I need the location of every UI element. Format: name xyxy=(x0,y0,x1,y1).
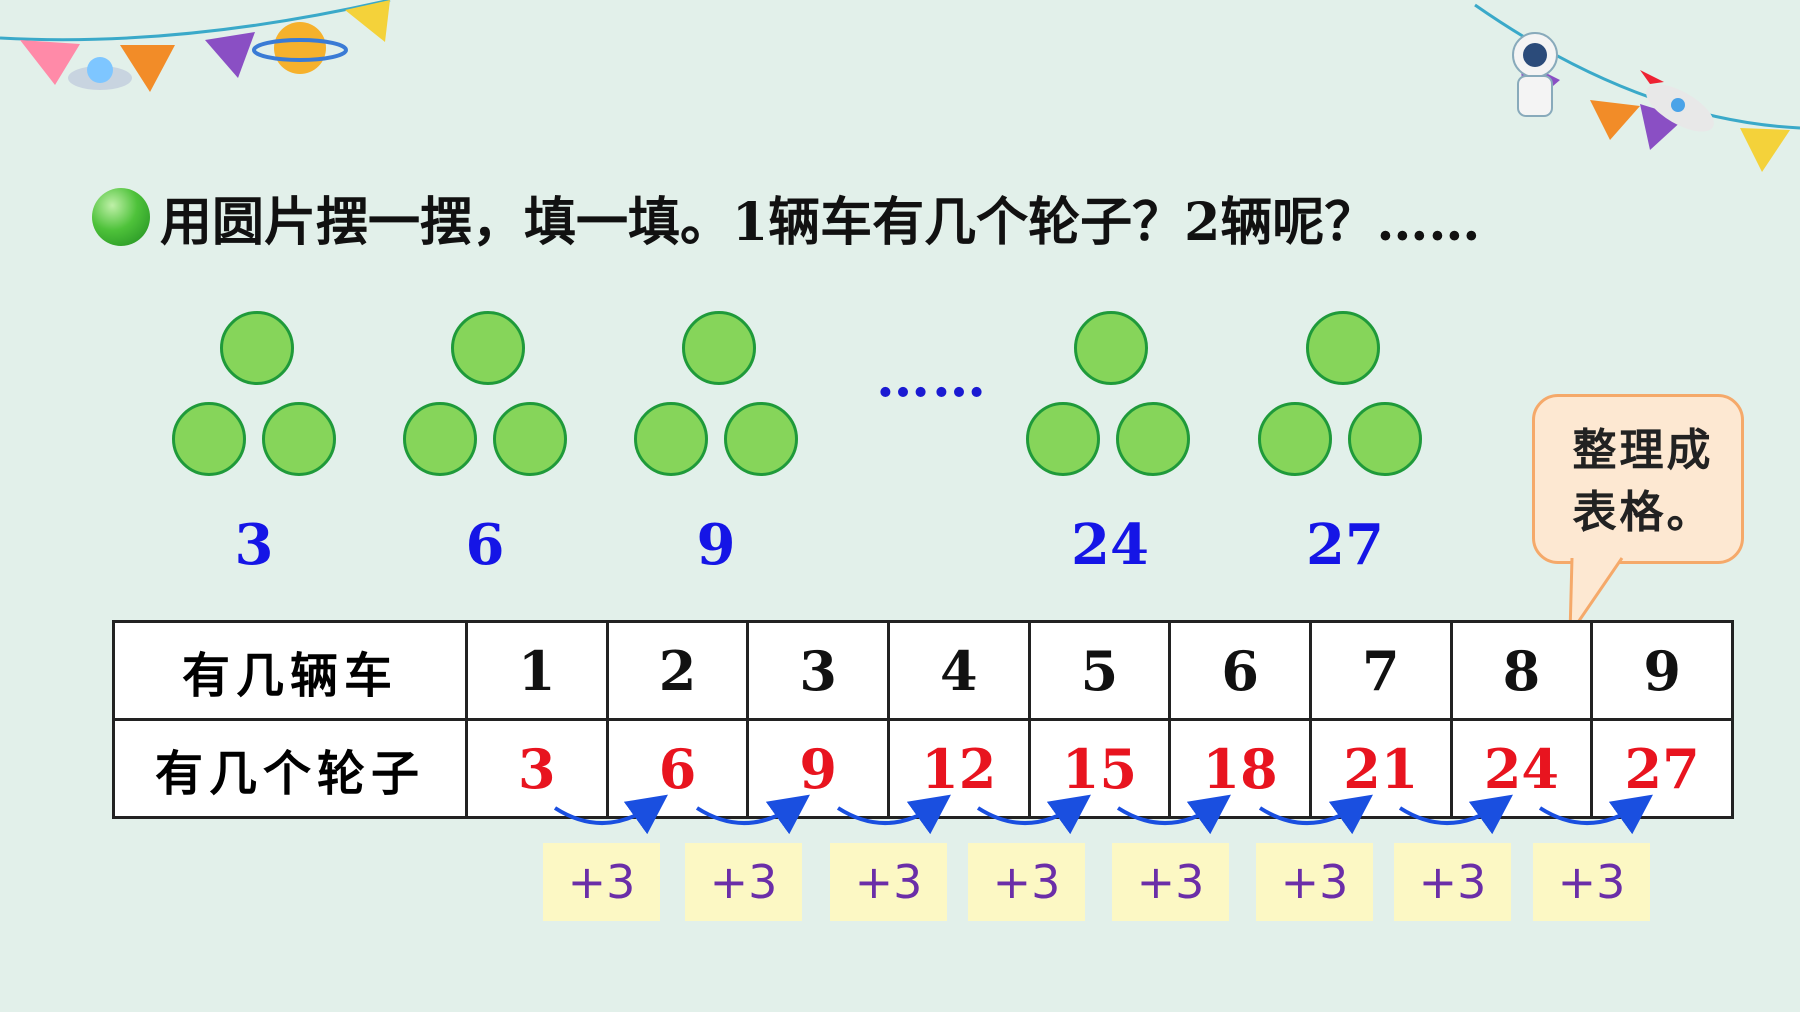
group-count: 27 xyxy=(1306,512,1384,578)
arrow-icon xyxy=(1116,794,1231,835)
table-cell: 3 xyxy=(746,620,890,721)
question-line: 用圆片摆一摆，填一填。1辆车有几个轮子？2辆呢？…… xyxy=(92,182,1481,253)
circle-chip xyxy=(1258,402,1332,476)
group-count: 24 xyxy=(1071,512,1149,578)
arrow-icon xyxy=(1258,794,1373,835)
table-cell: 6 xyxy=(1168,620,1312,721)
circle-chip xyxy=(724,402,798,476)
circle-chip xyxy=(220,311,294,385)
circle-chip xyxy=(493,402,567,476)
circle-chip xyxy=(451,311,525,385)
circle-chip xyxy=(1116,402,1190,476)
bubble-line-1: 整理成 xyxy=(1572,425,1714,476)
circle-chip xyxy=(403,402,477,476)
plus-three-box: +3 xyxy=(1533,843,1650,921)
circle-chip xyxy=(1026,402,1100,476)
table-cell: 1 xyxy=(465,620,609,721)
table-row-cars: 有几辆车 1 2 3 4 5 6 7 8 9 xyxy=(112,620,1734,721)
circle-chip xyxy=(634,402,708,476)
circle-chip xyxy=(1074,311,1148,385)
table-cell: 9 xyxy=(1590,620,1734,721)
plus-three-box: +3 xyxy=(1394,843,1511,921)
rocket-icon xyxy=(1640,70,1714,132)
arrow-icon xyxy=(553,794,668,835)
increment-arrows xyxy=(553,794,1653,835)
bubble-line-2: 表格。 xyxy=(1572,487,1714,538)
plus-three-box: +3 xyxy=(1112,843,1229,921)
bunting-decoration xyxy=(0,0,1800,172)
table-cell: 5 xyxy=(1027,620,1172,721)
arrow-icon xyxy=(976,794,1091,835)
plus-three-box: +3 xyxy=(685,843,802,921)
plus-three-box: +3 xyxy=(543,843,660,921)
ellipsis: …… xyxy=(876,345,988,409)
table-cell: 3 xyxy=(465,718,609,819)
table-cell: 8 xyxy=(1449,620,1594,721)
arrow-icon xyxy=(695,794,810,835)
circle-chip xyxy=(1306,311,1380,385)
row-header-cars: 有几辆车 xyxy=(112,620,468,721)
group-count: 3 xyxy=(234,512,274,578)
circle-chip xyxy=(262,402,336,476)
arrow-icon xyxy=(1398,794,1513,835)
planet-icon xyxy=(252,22,348,74)
table-cell: 15 xyxy=(1027,718,1172,819)
circle-chip xyxy=(172,402,246,476)
circle-chip xyxy=(1348,402,1422,476)
arrow-icon xyxy=(1538,794,1653,835)
speech-bubble xyxy=(1532,394,1744,564)
circle-chip xyxy=(682,311,756,385)
group-count: 6 xyxy=(465,512,505,578)
table-cell: 4 xyxy=(886,620,1031,721)
table-cell: 9 xyxy=(746,718,890,819)
table-cell: 7 xyxy=(1308,620,1453,721)
group-count: 9 xyxy=(696,512,736,578)
green-circle-bullet-icon xyxy=(92,188,150,246)
speech-bubble-text: 整理成 表格。 xyxy=(1548,420,1738,544)
plus-three-box: +3 xyxy=(1256,843,1373,921)
table-cell: 2 xyxy=(605,620,750,721)
astronaut-icon xyxy=(1512,32,1558,117)
arrow-icon xyxy=(836,794,951,835)
ufo-icon xyxy=(68,57,132,90)
plus-three-box: +3 xyxy=(968,843,1085,921)
plus-three-box: +3 xyxy=(830,843,947,921)
question-text: 用圆片摆一摆，填一填。1辆车有几个轮子？2辆呢？…… xyxy=(160,191,1481,253)
row-header-wheels: 有几个轮子 xyxy=(112,718,468,819)
